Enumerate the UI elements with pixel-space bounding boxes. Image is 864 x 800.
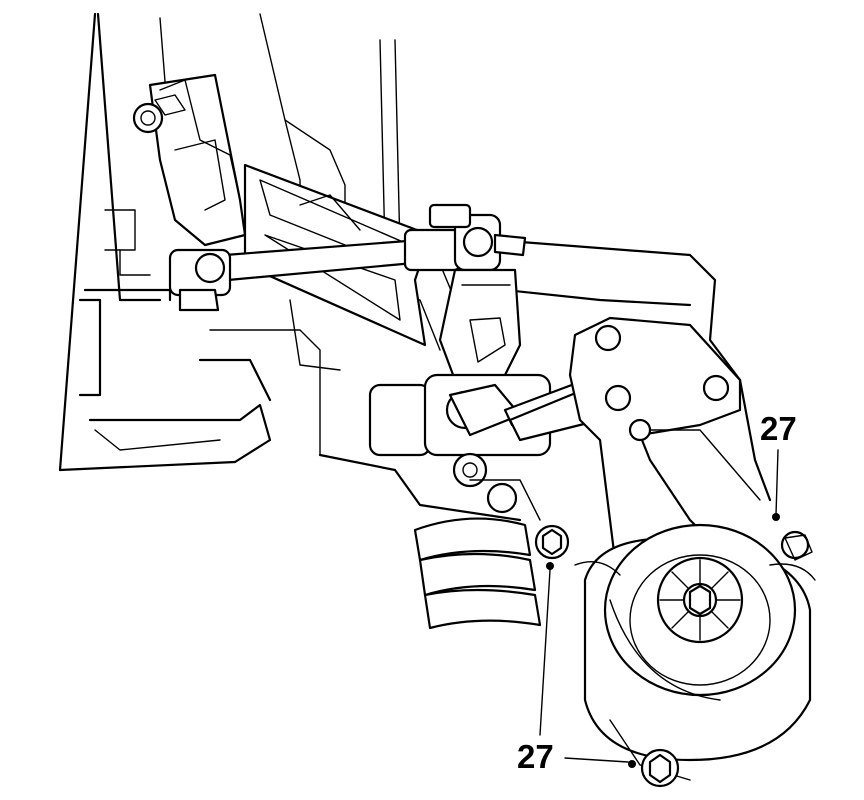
callout-lower-left: 27 xyxy=(517,562,636,775)
mount-isolator xyxy=(574,523,816,781)
callout-label: 27 xyxy=(760,410,797,447)
mount-bracket xyxy=(568,316,767,607)
hex-bolt-icon xyxy=(648,753,672,784)
driveshaft-boot xyxy=(413,479,542,630)
shift-rod xyxy=(168,203,527,312)
mount-bolts xyxy=(534,524,813,788)
chassis-outline xyxy=(58,12,401,472)
callout-label: 27 xyxy=(517,738,554,775)
hex-bolt-icon xyxy=(541,528,563,556)
shift-bracket-upper xyxy=(132,73,247,247)
callout-upper-right: 27 xyxy=(760,410,797,521)
